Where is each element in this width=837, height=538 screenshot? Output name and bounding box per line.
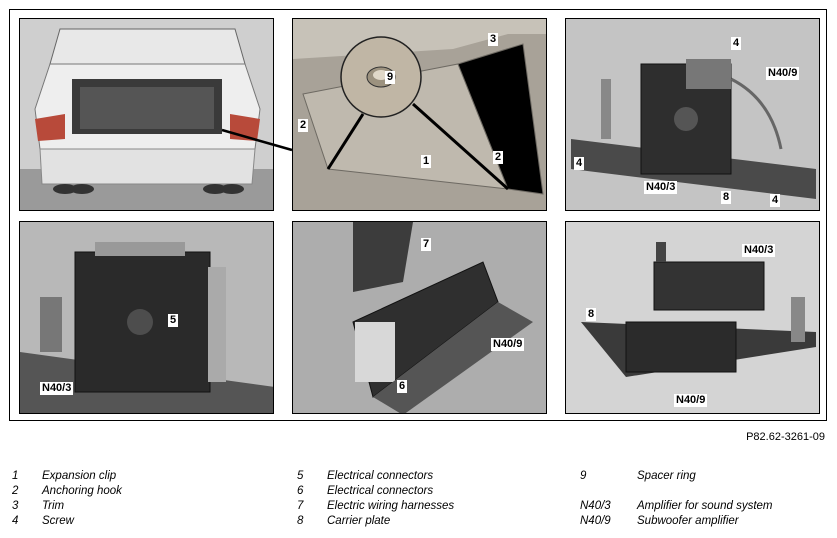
callout-7: 7 bbox=[421, 238, 432, 251]
callout-n40-3: N40/3 bbox=[742, 244, 776, 257]
callout-5: 5 bbox=[168, 314, 179, 327]
callout-n40-9: N40/9 bbox=[766, 67, 800, 80]
callout-4b: 4 bbox=[574, 157, 585, 170]
callout-2b: 2 bbox=[493, 151, 504, 164]
callout-1: 1 bbox=[421, 155, 432, 168]
callout-6: 6 bbox=[397, 380, 408, 393]
n40-9-harnesses-illustration bbox=[293, 222, 546, 413]
panel-n40-3-connectors: 5 N40/3 bbox=[19, 221, 274, 414]
panel-n40-9-harnesses: 7 N40/9 6 bbox=[292, 221, 547, 414]
n40-3-connectors-illustration bbox=[20, 222, 273, 413]
callout-4a: 4 bbox=[731, 37, 742, 50]
panel-carrier-plate: N40/3 8 N40/9 bbox=[565, 221, 820, 414]
callout-9: 9 bbox=[385, 71, 396, 84]
panel-amplifiers-installed: 4 N40/9 4 N40/3 8 4 bbox=[565, 18, 820, 211]
figure-frame: 9 3 2 1 2 4 N40/9 4 N40/3 8 4 bbox=[9, 9, 827, 421]
figure-reference: P82.62-3261-09 bbox=[746, 431, 825, 443]
callout-n40-9: N40/9 bbox=[674, 394, 708, 407]
callout-n40-3: N40/3 bbox=[644, 181, 678, 194]
trunk-trim-illustration bbox=[293, 19, 546, 210]
callout-3: 3 bbox=[488, 33, 499, 46]
carrier-plate-illustration bbox=[566, 222, 819, 413]
callout-4c: 4 bbox=[770, 194, 781, 207]
panel-car-rear bbox=[19, 18, 274, 211]
callout-8: 8 bbox=[586, 308, 597, 321]
car-rear-illustration bbox=[20, 19, 273, 210]
callout-n40-3: N40/3 bbox=[40, 382, 74, 395]
callout-2a: 2 bbox=[298, 119, 309, 132]
panel-trunk-trim: 9 3 2 1 2 bbox=[292, 18, 547, 211]
amplifiers-installed-illustration bbox=[566, 19, 819, 210]
callout-8: 8 bbox=[721, 191, 732, 204]
callout-n40-9: N40/9 bbox=[491, 338, 525, 351]
